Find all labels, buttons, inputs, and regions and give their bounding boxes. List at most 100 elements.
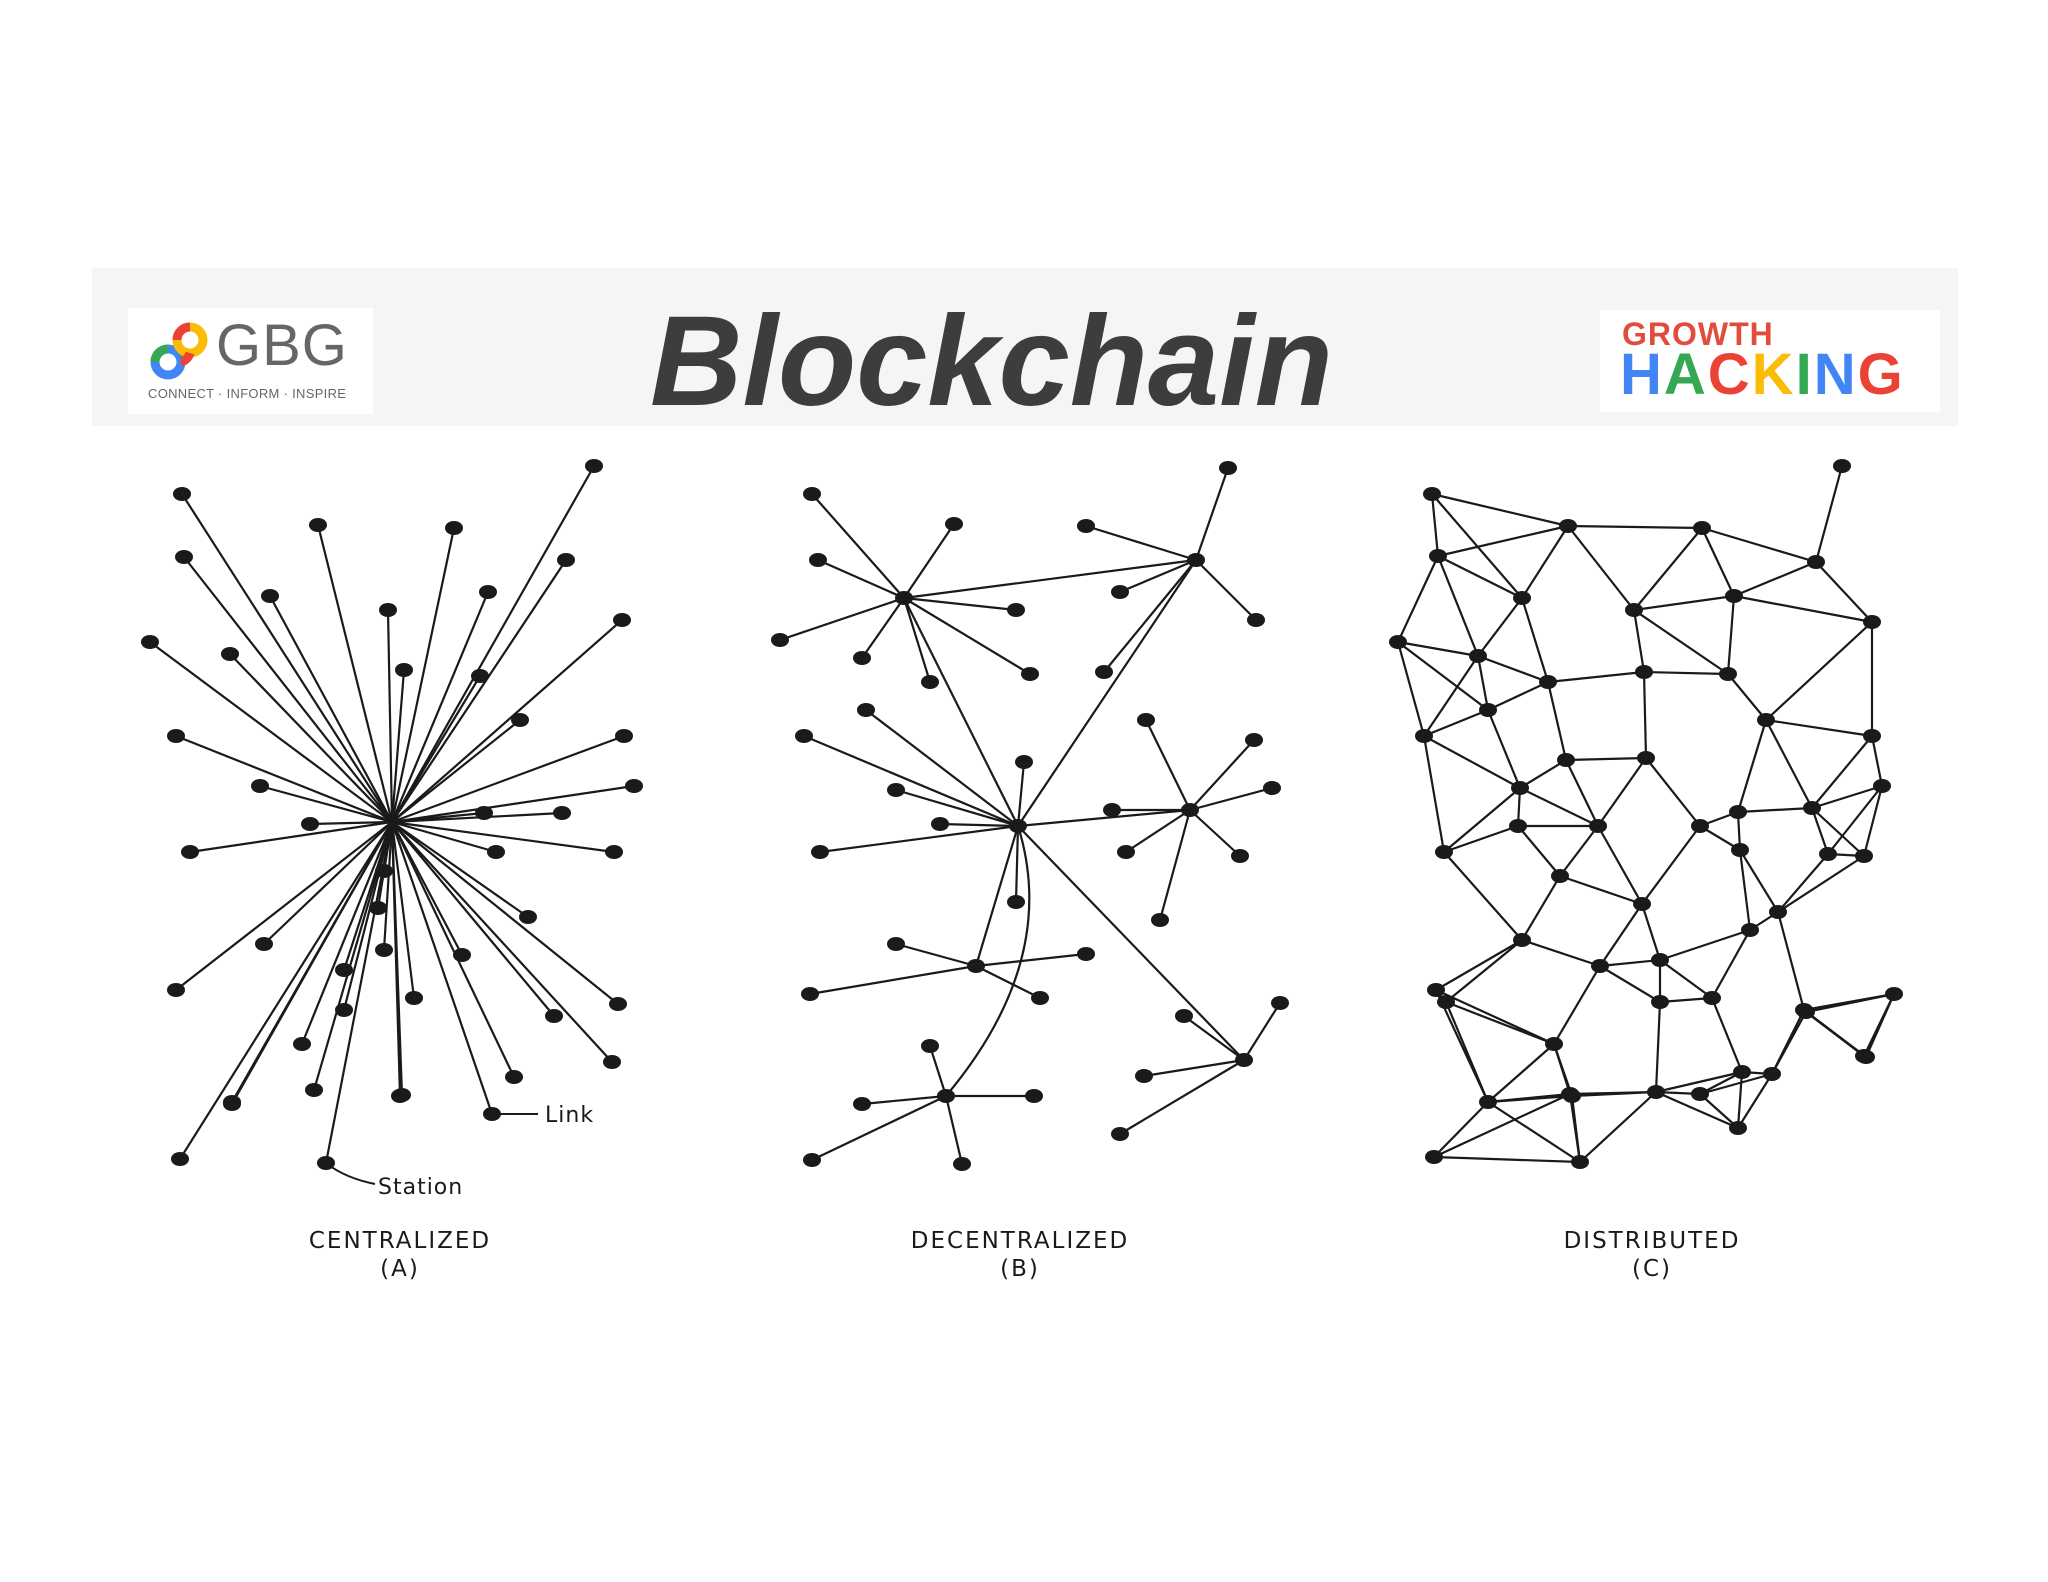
network-station (1111, 1127, 1129, 1141)
network-link (1397, 555, 1439, 643)
network-link (1765, 621, 1873, 721)
network-link (1145, 719, 1191, 811)
network-station (505, 1070, 523, 1084)
network-station (479, 585, 497, 599)
network-station (803, 1153, 821, 1167)
network-link (861, 1094, 947, 1106)
network-link (1016, 761, 1026, 827)
network-link (390, 591, 490, 823)
network-link (1870, 735, 1884, 787)
network-link (1433, 1101, 1489, 1158)
network-link (1567, 525, 1635, 611)
network-station (585, 459, 603, 473)
growth-hacking-letter: K (1751, 342, 1796, 407)
growth-hacking-letter: C (1707, 342, 1752, 407)
caption-centralized: CENTRALIZED (309, 1228, 491, 1254)
network-station (405, 991, 423, 1005)
network-link (1811, 807, 1865, 857)
network-station (1509, 819, 1527, 833)
gbg-tagline: CONNECT · INFORM · INSPIRE (148, 386, 347, 401)
network-station (167, 729, 185, 743)
network-station (895, 591, 913, 605)
network-station (931, 817, 949, 831)
network-link (391, 821, 555, 1017)
page-title: Blockchain (650, 290, 1333, 433)
network-link (1701, 527, 1735, 597)
network-station (1271, 996, 1289, 1010)
network-link (1437, 524, 1569, 558)
network-link (895, 788, 1019, 828)
network-link (1553, 965, 1601, 1045)
network-station (1873, 779, 1891, 793)
network-link (1803, 1009, 1867, 1058)
network-station (605, 845, 623, 859)
network-link (811, 493, 905, 599)
growth-hacking-letter: N (1813, 342, 1858, 407)
network-station (1741, 923, 1759, 937)
network-link (1737, 806, 1813, 814)
network-link (1194, 467, 1230, 561)
network-link (1771, 1009, 1805, 1075)
network-link (1811, 735, 1873, 809)
network-link (1776, 911, 1806, 1011)
network-link (1423, 708, 1489, 738)
network-station (1691, 819, 1709, 833)
network-station (945, 517, 963, 531)
network-station (1855, 1049, 1873, 1063)
network-link (1189, 739, 1255, 811)
network-station (369, 901, 387, 915)
network-link (1017, 559, 1197, 827)
network-station (1855, 849, 1873, 863)
network-link (1597, 825, 1643, 905)
growth-hacking-line1: GROWTH (1622, 316, 1774, 352)
network-link (1195, 559, 1257, 621)
network-station (1757, 713, 1775, 727)
network-station (141, 635, 159, 649)
network-station (251, 779, 269, 793)
network-station (445, 521, 463, 535)
network-station (375, 943, 393, 957)
network-link (903, 597, 1019, 827)
network-link (1579, 1091, 1657, 1163)
network-link (149, 641, 393, 823)
gbg-logo-text: GBG (216, 313, 348, 378)
network-link (1486, 709, 1522, 789)
network-link (1476, 655, 1490, 711)
network-station (1095, 665, 1113, 679)
network-station (853, 651, 871, 665)
network-link (1119, 1059, 1245, 1135)
network-link (1445, 1000, 1555, 1046)
network-link (1710, 997, 1744, 1073)
network-station (1021, 667, 1039, 681)
network-station (261, 589, 279, 603)
network-station (1647, 1085, 1665, 1099)
network-link (309, 820, 393, 826)
network-station (1219, 461, 1237, 475)
network-station (857, 703, 875, 717)
network-link (1726, 595, 1736, 675)
network-station (375, 864, 393, 878)
network-link (819, 824, 1019, 854)
network-link (391, 619, 623, 823)
link-annotation: Link (545, 1103, 594, 1128)
network-station (1725, 589, 1743, 603)
network-link (316, 524, 394, 823)
network-link (1701, 526, 1817, 564)
network-link (903, 523, 955, 599)
network-link (1659, 928, 1751, 962)
network-link (1727, 673, 1767, 721)
network-link (944, 1095, 964, 1165)
network-station (1769, 905, 1787, 919)
network-station (395, 663, 413, 677)
network-link (1158, 809, 1192, 921)
network-link (1423, 655, 1479, 737)
network-link (1641, 825, 1701, 905)
network-link (1654, 1001, 1662, 1093)
network-station (519, 910, 537, 924)
network-station (1731, 843, 1749, 857)
network-link (1632, 609, 1646, 673)
decentralized-network (771, 461, 1289, 1171)
network-station (1635, 665, 1653, 679)
network-link (175, 734, 393, 824)
